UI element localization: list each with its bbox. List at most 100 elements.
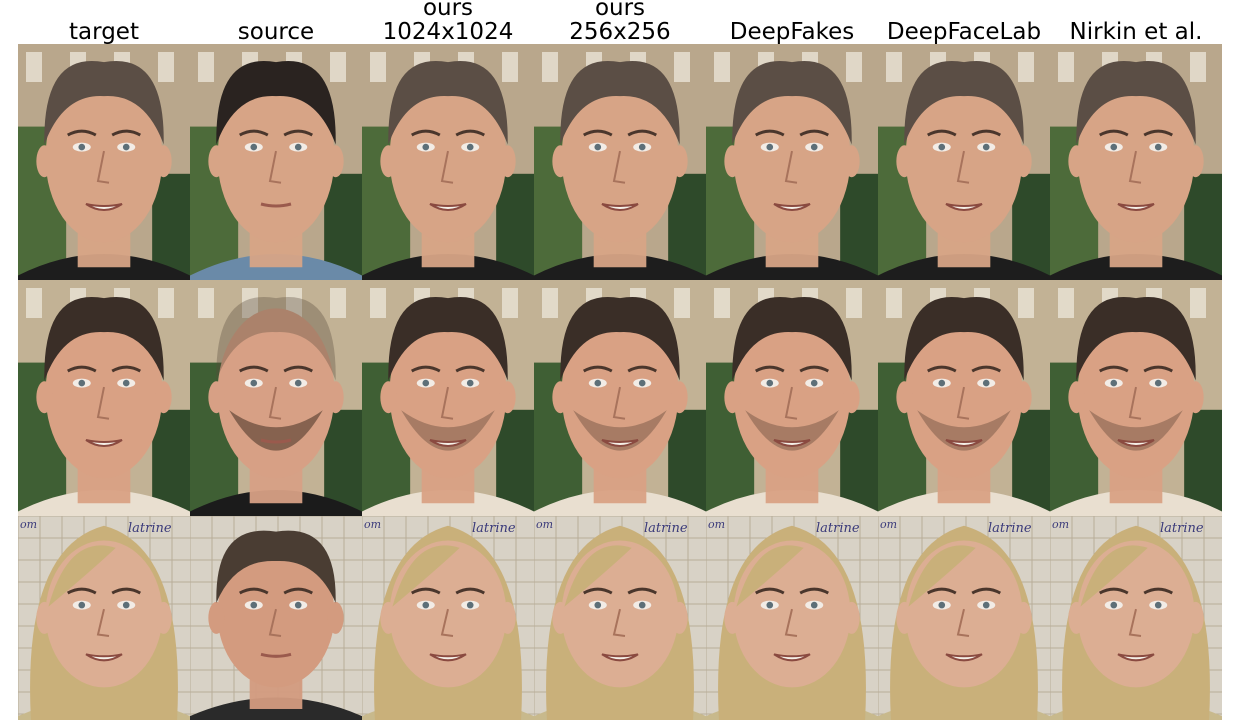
wall-sign-text: om xyxy=(708,518,725,531)
column-header-ours256: ours 256x256 xyxy=(534,0,706,44)
hair xyxy=(1076,296,1196,381)
beard xyxy=(229,410,323,451)
column-header-label: DeepFaceLab xyxy=(886,19,1042,45)
mouth xyxy=(429,439,467,448)
mouth xyxy=(85,439,123,448)
face-image-deepfacelab-row-1 xyxy=(878,44,1050,280)
mouth xyxy=(260,438,292,444)
column-header-source: source xyxy=(190,0,362,44)
hair xyxy=(560,296,680,381)
hair xyxy=(216,530,336,603)
mouth xyxy=(1117,653,1155,662)
nose xyxy=(440,608,454,637)
nose xyxy=(612,150,626,184)
nose xyxy=(440,150,454,184)
face-photo xyxy=(878,280,1050,516)
face-photo xyxy=(534,44,706,280)
face xyxy=(389,540,507,688)
wall-sign-text: om xyxy=(1052,518,1069,531)
beard xyxy=(573,410,667,451)
nose xyxy=(96,386,110,420)
hair xyxy=(388,60,508,145)
hair xyxy=(1076,60,1196,145)
hair xyxy=(44,296,164,381)
nose xyxy=(612,386,626,420)
mouth xyxy=(1117,439,1155,448)
wall-sign-text: om xyxy=(880,518,897,531)
mouth xyxy=(429,653,467,662)
nose xyxy=(268,608,282,637)
face xyxy=(733,308,851,479)
face xyxy=(561,308,679,479)
nose xyxy=(956,386,970,420)
mouth xyxy=(260,202,292,208)
mouth xyxy=(601,203,639,212)
face-image-nirkin-row-1 xyxy=(1050,44,1222,280)
face-image-ours1024-row-1 xyxy=(362,44,534,280)
column-header-label: source xyxy=(237,19,315,45)
face-photo: latrine om xyxy=(18,516,190,720)
face-image-ours256-row-2 xyxy=(534,280,706,516)
nose xyxy=(956,150,970,184)
face-photo xyxy=(878,44,1050,280)
face xyxy=(217,72,335,243)
nose xyxy=(440,386,454,420)
column-header-label: ours 256x256 xyxy=(569,0,671,45)
face-photo xyxy=(18,280,190,516)
face xyxy=(389,308,507,479)
face-photo xyxy=(706,280,878,516)
hair xyxy=(216,60,336,145)
wall-sign-text: om xyxy=(20,518,37,531)
face-photo xyxy=(190,280,362,516)
face-image-target-row-1 xyxy=(18,44,190,280)
face-photo xyxy=(706,44,878,280)
face-image-deepfakes-row-2 xyxy=(706,280,878,516)
mouth xyxy=(945,439,983,448)
column-header-deepfakes: DeepFakes xyxy=(706,0,878,44)
hair xyxy=(904,60,1024,145)
face-photo xyxy=(190,516,362,720)
mouth xyxy=(85,653,123,662)
face-image-target-row-3: latrine om xyxy=(18,516,190,720)
hair xyxy=(216,296,336,381)
beard xyxy=(917,410,1011,451)
mouth xyxy=(773,653,811,662)
face-photo xyxy=(190,44,362,280)
face xyxy=(733,540,851,688)
hair xyxy=(560,60,680,145)
wall-sign-text: latrine xyxy=(128,521,172,536)
nose xyxy=(1128,386,1142,420)
face-image-source-row-1 xyxy=(190,44,362,280)
mouth xyxy=(601,653,639,662)
face-image-source-row-2 xyxy=(190,280,362,516)
face-photo xyxy=(1050,44,1222,280)
face xyxy=(217,308,335,479)
face xyxy=(45,72,163,243)
nose xyxy=(96,150,110,184)
nose xyxy=(1128,608,1142,637)
beard xyxy=(401,410,495,451)
mouth xyxy=(260,652,292,658)
column-header-nirkin: Nirkin et al. xyxy=(1050,0,1222,44)
hair xyxy=(732,296,852,381)
column-header-ours1024: ours 1024x1024 xyxy=(362,0,534,44)
nose xyxy=(612,608,626,637)
face-photo xyxy=(362,44,534,280)
nose xyxy=(96,608,110,637)
nose xyxy=(784,608,798,637)
face-photo xyxy=(18,44,190,280)
mouth xyxy=(429,203,467,212)
nose xyxy=(956,608,970,637)
face-photo xyxy=(534,280,706,516)
face xyxy=(905,540,1023,688)
face-image-target-row-2 xyxy=(18,280,190,516)
column-header-label: ours 1024x1024 xyxy=(382,0,514,45)
mouth xyxy=(773,203,811,212)
hair xyxy=(904,296,1024,381)
face xyxy=(217,540,335,688)
